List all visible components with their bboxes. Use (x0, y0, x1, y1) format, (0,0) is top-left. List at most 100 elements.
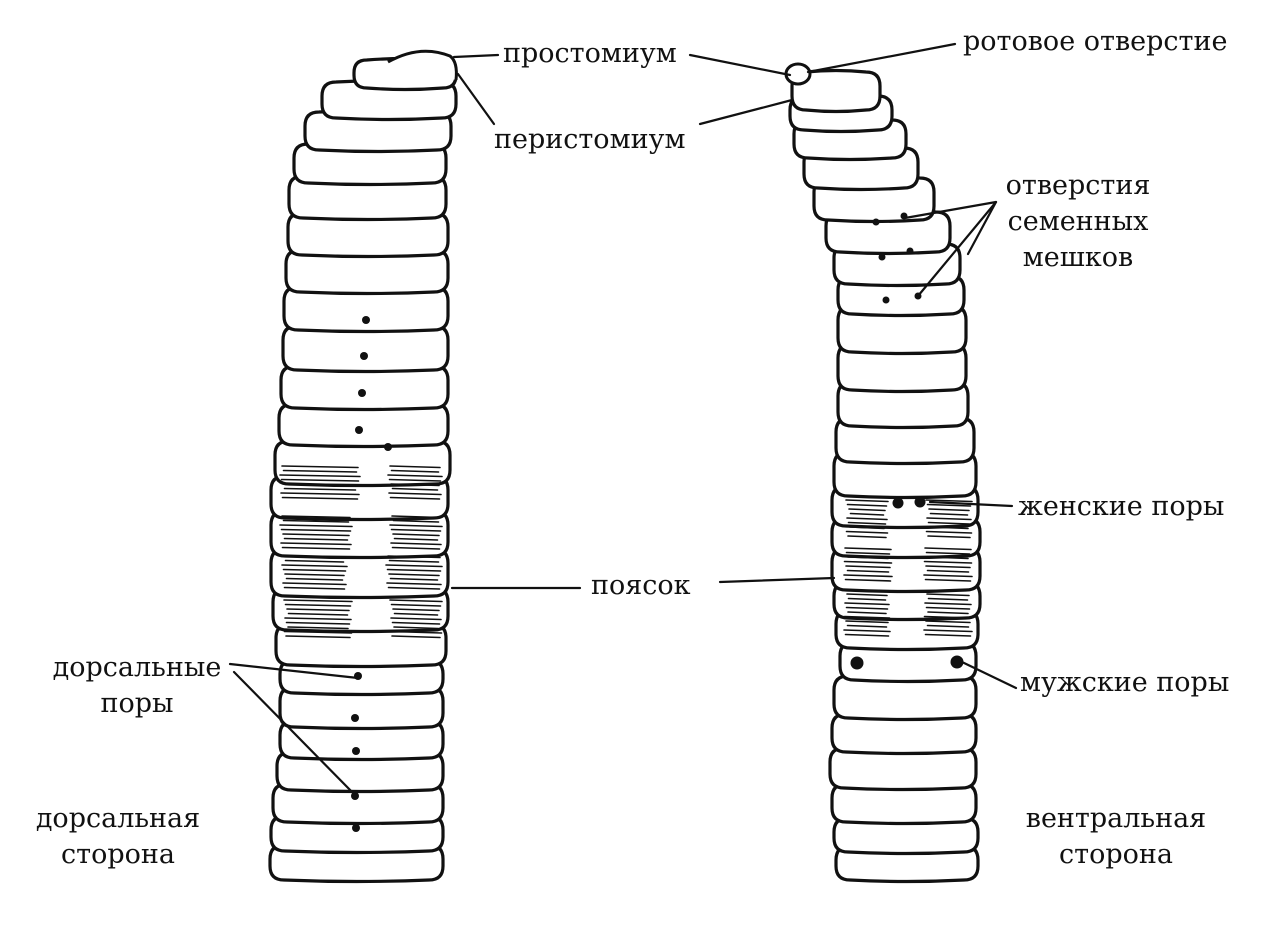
clitellum-hatch (285, 621, 351, 625)
clitellum-hatch (848, 508, 886, 512)
clitellum-hatch (283, 599, 353, 603)
clitellum-hatch (284, 617, 352, 621)
clitellum-hatch (389, 630, 443, 634)
clitellum-hatch (385, 564, 443, 568)
clitellum-hatch (846, 624, 888, 628)
clitellum-hatch (847, 597, 887, 601)
clitellum-hatch (849, 526, 885, 530)
clitellum-hatch (391, 635, 441, 639)
label-prostomium: простомиум (503, 38, 677, 69)
clitellum-hatch (846, 569, 890, 573)
label-ventral-side: вентральная сторона (1018, 801, 1214, 873)
clitellum-hatch (279, 474, 361, 478)
leader-dorsal-pores-upper (228, 662, 360, 680)
clitellum-hatch (924, 633, 972, 637)
clitellum-hatch (390, 542, 442, 546)
clitellum-hatch (847, 521, 887, 525)
clitellum-hatch (926, 517, 972, 521)
seminal-vesicle-opening (906, 247, 914, 255)
dorsal-pore (351, 714, 359, 722)
clitellum-hatch (387, 474, 443, 478)
clitellum-hatch (391, 487, 439, 491)
clitellum-hatch (929, 512, 969, 516)
leader-mouth-left (688, 53, 792, 77)
label-ventral-side-line-2: сторона (1059, 839, 1173, 870)
clitellum-hatch (926, 624, 970, 628)
dorsal-pore (384, 443, 392, 451)
clitellum-hatch (843, 615, 891, 619)
clitellum-hatch (281, 515, 351, 519)
male-pore (850, 656, 864, 670)
label-seminal-vesicle-openings: отверстия семенных мешков (990, 168, 1166, 276)
clitellum-hatch (923, 560, 973, 564)
clitellum-hatch (280, 542, 352, 546)
clitellum-hatch (280, 492, 360, 496)
label-seminal-line-1: отверстия (1005, 170, 1151, 201)
clitellum-hatch (386, 582, 442, 586)
dorsal-pore (358, 389, 366, 397)
clitellum-hatch (923, 615, 973, 619)
clitellum-hatch (926, 569, 970, 573)
clitellum-hatch (846, 503, 888, 507)
clitellum-hatch (926, 593, 970, 597)
clitellum-hatch (283, 537, 349, 541)
clitellum-hatch (929, 526, 969, 530)
clitellum-hatch (390, 617, 442, 621)
clitellum-hatch (925, 565, 971, 569)
leader-peristomium-right (698, 98, 794, 126)
leader-peristomium (456, 72, 496, 126)
clitellum-hatch (284, 603, 352, 607)
clitellum-hatch (926, 503, 972, 507)
clitellum-hatch (284, 559, 345, 563)
label-dorsal-pores-line-1: дорсальные (52, 652, 222, 683)
clitellum-hatch (282, 582, 347, 586)
clitellum-hatch (845, 530, 889, 534)
dorsal-worm (268, 49, 458, 884)
clitellum-hatch (286, 608, 350, 612)
clitellum-hatch (927, 597, 969, 601)
clitellum-hatch (390, 483, 440, 487)
dorsal-pore (355, 426, 363, 434)
clitellum-hatch (389, 577, 439, 581)
clitellum-hatch (847, 611, 887, 615)
ventral-worm (784, 62, 982, 884)
clitellum-hatch (281, 496, 359, 500)
clitellum-hatch (390, 469, 440, 473)
clitellum-hatch (283, 630, 353, 634)
label-seminal-line-3: мешков (1022, 242, 1134, 273)
label-male-pores: мужские поры (1020, 667, 1230, 698)
clitellum-hatch (849, 512, 885, 516)
prostomium-lobe (387, 49, 458, 81)
clitellum-hatch (283, 555, 346, 559)
clitellum-hatch (281, 546, 351, 550)
leader-lines (228, 42, 1018, 798)
clitellum-hatch (393, 612, 439, 616)
clitellum-hatch (389, 599, 443, 603)
seminal-vesicle-opening (872, 218, 880, 226)
clitellum-hatch (285, 635, 351, 639)
clitellum-hatch (844, 633, 890, 637)
clitellum-hatch (391, 546, 441, 550)
clitellum-hatch (280, 478, 360, 482)
clitellum-hatch (928, 508, 970, 512)
clitellum-hatch (846, 593, 888, 597)
clitellum-hatch (846, 517, 888, 521)
clitellum-hatch (283, 487, 357, 491)
clitellum-hatch (387, 555, 441, 559)
clitellum-hatch (393, 537, 439, 541)
clitellum-hatch (925, 551, 971, 555)
label-clitellum: поясок (591, 570, 691, 601)
clitellum-hatch (388, 559, 440, 563)
clitellum-hatch (925, 499, 973, 503)
clitellum-hatch (847, 556, 889, 560)
clitellum-hatch (844, 602, 890, 606)
clitellum-hatch (386, 568, 442, 572)
female-pore (892, 497, 904, 509)
leader-dorsal-pores-lower (232, 670, 358, 798)
clitellum-hatch (282, 568, 347, 572)
clitellum-hatch (927, 535, 971, 539)
clitellum-hatch (279, 524, 353, 528)
clitellum-hatch (925, 606, 971, 610)
clitellum-hatch (388, 492, 442, 496)
